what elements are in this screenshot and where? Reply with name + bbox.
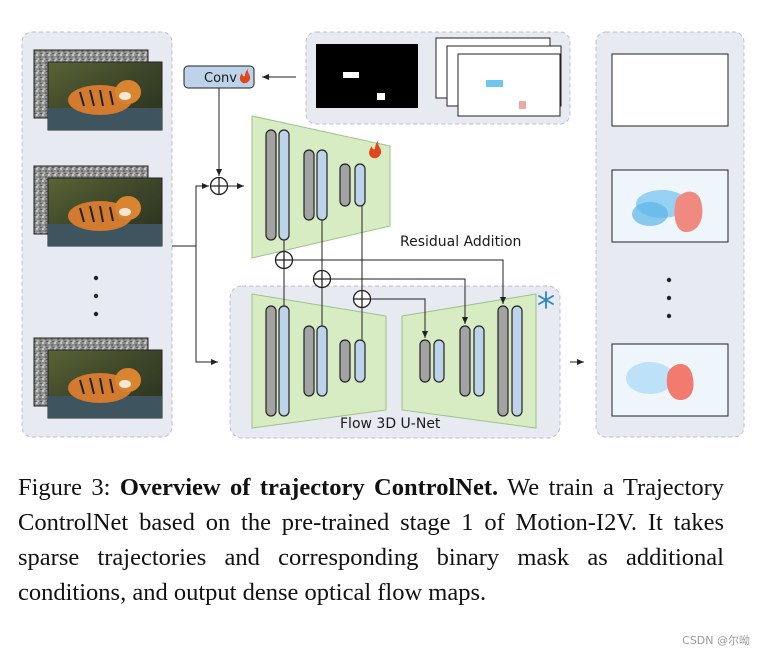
flow-map-2: [611, 169, 729, 243]
sparse-trajectory-stack: [435, 37, 562, 117]
add-node-input: [209, 176, 229, 196]
caption-prefix: Figure 3:: [18, 474, 120, 501]
flame-icon: [369, 141, 382, 159]
flame-icon: [239, 69, 251, 84]
residual-addition-label: Residual Addition: [400, 234, 521, 250]
caption-title: Overview of trajectory ControlNet.: [119, 474, 499, 501]
noisy-frame-stack-3: [33, 337, 163, 419]
flow-map-1: [611, 53, 729, 127]
input-to-unet-line: [195, 246, 218, 365]
ellipsis-dots-left: [93, 275, 99, 317]
add-node-residual-3: [352, 289, 372, 309]
caption-body: We train a Trajectory ControlNet based o…: [18, 474, 724, 606]
figure-caption: Figure 3: Overview of trajectory Control…: [18, 470, 724, 610]
add-node-residual-2: [312, 269, 332, 289]
flow-map-3: [611, 343, 729, 417]
watermark: CSDN @尔呦: [682, 634, 750, 647]
controlnet-blocks: [265, 129, 366, 241]
diagram: Conv Residual Addition: [21, 31, 745, 439]
snowflake-icon: [538, 291, 554, 309]
unet-blocks: [265, 305, 523, 417]
binary-mask: [316, 44, 418, 108]
tiger-image-2: [48, 196, 162, 246]
conv-block: Conv: [183, 65, 255, 89]
tiger-image-3: [48, 368, 162, 418]
ellipsis-dots-right: [666, 277, 672, 319]
input-branch-line: [172, 183, 209, 247]
residual-connections: [283, 206, 506, 340]
unet-label: Flow 3D U-Net: [340, 416, 441, 432]
noisy-frame-stack-2: [33, 165, 163, 247]
tiger-image-1: [48, 80, 162, 130]
noisy-frame-stack-1: [33, 49, 163, 131]
add-node-residual-1: [274, 250, 294, 270]
conv-label: Conv: [204, 71, 237, 86]
